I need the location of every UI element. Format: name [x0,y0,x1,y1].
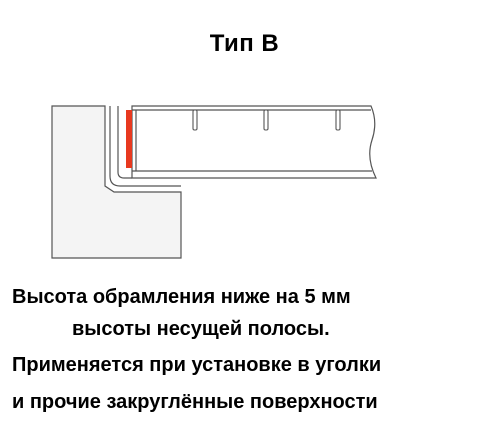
framing-angle-line [117,106,132,179]
cross-bar [192,109,198,131]
corner-inner-line [109,106,181,187]
cross-bar [263,109,269,131]
caption-line-4: и прочие закруглённые поверхности [12,391,378,413]
caption-line-3: Применяется при установке в уголки [12,354,382,376]
caption-line-2: высоты несущей полосы. [72,318,330,340]
caption-line-1: Высота обрамления ниже на 5 мм [12,286,351,308]
diagram-title: Тип В [209,30,280,57]
corner-support-profile [51,105,182,259]
framing-strip-highlight [126,110,132,168]
grating-installation-diagram [51,105,377,259]
cross-bar [335,109,341,131]
